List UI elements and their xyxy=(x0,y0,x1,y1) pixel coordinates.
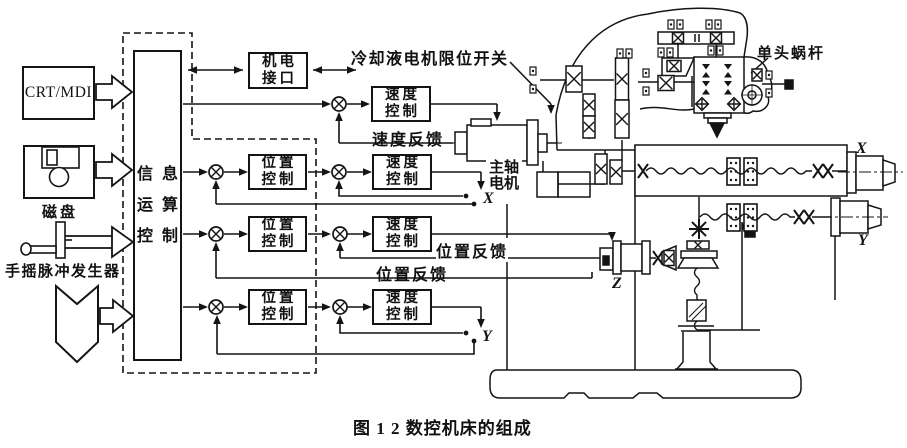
input-hollow-arrows xyxy=(55,74,135,364)
x-motor-label: X xyxy=(856,140,867,157)
spindle-tool-tip xyxy=(708,122,726,139)
spindle-motor xyxy=(454,118,548,166)
handwheel-icon xyxy=(20,221,72,259)
coolant-limit-switch-label: 冷却液电机限位开关 xyxy=(351,51,509,68)
speed-line-2: 控制 xyxy=(386,234,421,250)
speed-feedback-label: 速度反馈 xyxy=(372,132,445,149)
position-feedback-label-2: 位置反馈 xyxy=(376,267,449,284)
position-control-box-y: 位置 控制 xyxy=(248,289,307,325)
position-line-1: 位置 xyxy=(261,290,297,306)
position-control-box-x: 位置 控制 xyxy=(248,154,307,190)
handwheel-input-arrowhead xyxy=(111,225,135,259)
speed-line-2: 控制 xyxy=(386,172,421,188)
speed-line-1: 速度 xyxy=(385,87,420,103)
worm-shaft-end xyxy=(784,79,794,90)
speed-line-2: 控制 xyxy=(386,307,421,323)
machine-base xyxy=(489,369,802,399)
speed-control-box-z: 速度 控制 xyxy=(372,216,432,252)
diagram-symbols xyxy=(188,19,834,344)
handwheel-label: 手摇脉冲发生器 xyxy=(5,264,121,280)
y-motor-label: Y xyxy=(858,232,868,249)
speed-line-1: 速度 xyxy=(386,155,421,171)
speed-control-box-x: 速度 控制 xyxy=(372,154,432,190)
crt-mdi-label: CRT/MDI xyxy=(24,84,93,101)
disk-label: 磁盘 xyxy=(41,205,78,221)
interface-line-2: 接口 xyxy=(262,70,297,87)
disk-box xyxy=(23,145,95,199)
disk-input-arrow xyxy=(95,152,134,188)
figure-caption: 图 1 2 数控机床的组成 xyxy=(353,419,532,438)
worm-label: 单头蜗杆 xyxy=(757,46,826,62)
position-line-2: 控制 xyxy=(261,307,297,323)
speed-control-box-spindle: 速度 控制 xyxy=(371,86,431,122)
program-input-arrow xyxy=(99,298,135,334)
crt-mdi-box: CRT/MDI xyxy=(22,66,95,120)
speed-line-2: 控制 xyxy=(385,104,420,120)
machine-top-outline xyxy=(555,7,749,116)
position-line-1: 位置 xyxy=(261,155,297,171)
knee-outline xyxy=(697,222,760,331)
position-control-box-z: 位置 控制 xyxy=(248,216,307,252)
disk-icon xyxy=(41,146,80,188)
speed-control-box-y: 速度 控制 xyxy=(372,289,432,325)
y-axis-output-label: Y xyxy=(482,328,492,345)
controller-box: 信息 运算 控制 xyxy=(133,50,182,361)
controller-line-3: 控制 xyxy=(136,227,187,245)
z-screw-nut xyxy=(686,299,707,322)
x-axis-output-label: X xyxy=(483,190,494,207)
pedestal xyxy=(675,325,718,370)
z-axis-motor-label: Z xyxy=(612,275,622,292)
controller-line-1: 信息 xyxy=(136,165,187,183)
interface-line-1: 机电 xyxy=(262,53,297,70)
position-feedback-label-1: 位置反馈 xyxy=(436,238,509,262)
program-carrier-chevron xyxy=(55,283,99,364)
position-line-2: 控制 xyxy=(261,172,297,188)
spindle-motor-label: 主轴 电机 xyxy=(486,160,522,192)
speed-line-1: 速度 xyxy=(386,290,421,306)
machine-interface-box: 机电 接口 xyxy=(248,52,308,89)
speed-line-1: 速度 xyxy=(386,217,421,233)
spindle-label-line-2: 电机 xyxy=(488,176,519,192)
column-outline xyxy=(506,114,636,370)
position-line-1: 位置 xyxy=(261,217,297,233)
wiring-lines xyxy=(122,32,613,374)
cnc-dashed-boundary xyxy=(122,32,317,374)
x-axis-motor xyxy=(846,151,896,194)
position-line-2: 控制 xyxy=(261,234,297,250)
splined-shaft-bar xyxy=(657,31,735,45)
spindle-label-line-1: 主轴 xyxy=(488,160,519,176)
controller-line-2: 运算 xyxy=(136,196,187,214)
handwheel-input-lines xyxy=(64,235,112,249)
crt-input-arrow xyxy=(95,74,134,110)
